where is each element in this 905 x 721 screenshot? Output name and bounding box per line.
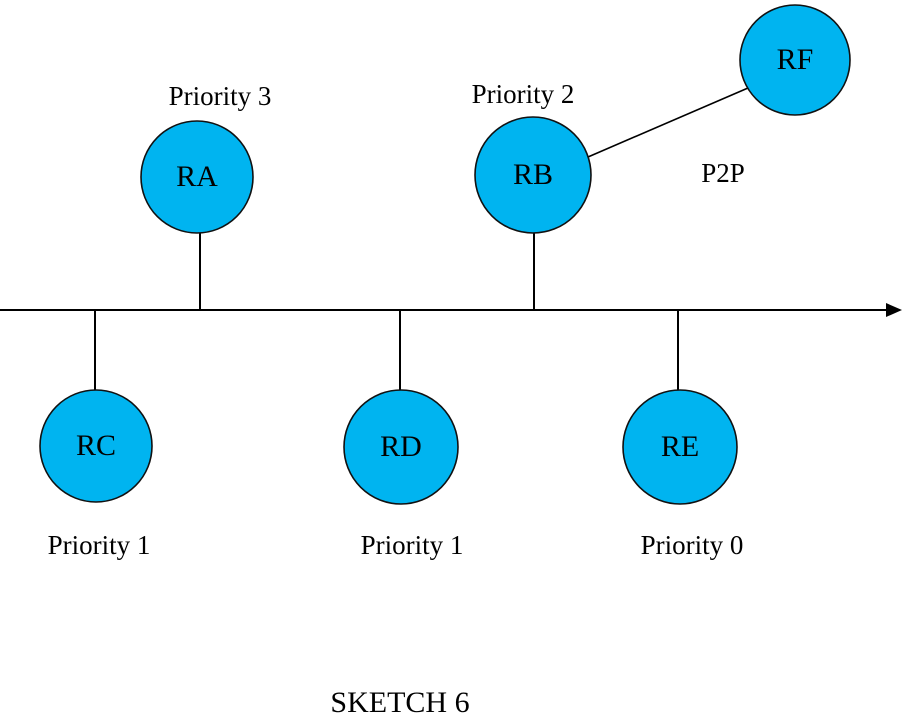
priority-label-ra: Priority 3 (169, 81, 272, 111)
node-circle-rc[interactable] (39, 389, 153, 503)
node-label-ra: RA (176, 160, 218, 193)
p2p-link-label: P2P (701, 158, 745, 188)
node-rf[interactable]: RF (739, 4, 851, 116)
p2p-link-group[interactable]: P2P (587, 87, 749, 188)
diagram-caption: SKETCH 6 (330, 686, 469, 719)
node-ra[interactable]: RA Priority 3 (140, 81, 272, 234)
node-rc[interactable]: RC Priority 1 (39, 389, 153, 560)
priority-label-rc: Priority 1 (48, 530, 151, 560)
node-circle-rf[interactable] (739, 4, 851, 116)
p2p-link-line-rb-rf[interactable] (587, 87, 749, 158)
node-circle-ra[interactable] (140, 120, 254, 234)
priority-label-re: Priority 0 (641, 530, 744, 560)
shared-bus-group (0, 303, 902, 317)
node-rb[interactable]: RB Priority 2 (472, 79, 592, 234)
node-label-re: RE (661, 430, 699, 463)
priority-label-rd: Priority 1 (361, 530, 464, 560)
node-label-rb: RB (513, 158, 553, 191)
node-stems-group (94, 233, 679, 392)
node-label-rd: RD (380, 430, 422, 463)
node-circle-rd[interactable] (343, 389, 459, 505)
node-re[interactable]: RE Priority 0 (622, 389, 744, 560)
node-label-rf: RF (777, 43, 814, 76)
node-label-rc: RC (76, 429, 116, 462)
bus-arrow-head-icon (886, 303, 902, 317)
node-circle-rb[interactable] (474, 116, 592, 234)
priority-label-rb: Priority 2 (472, 79, 575, 109)
node-circle-re[interactable] (622, 389, 738, 505)
node-rd[interactable]: RD Priority 1 (343, 389, 464, 560)
